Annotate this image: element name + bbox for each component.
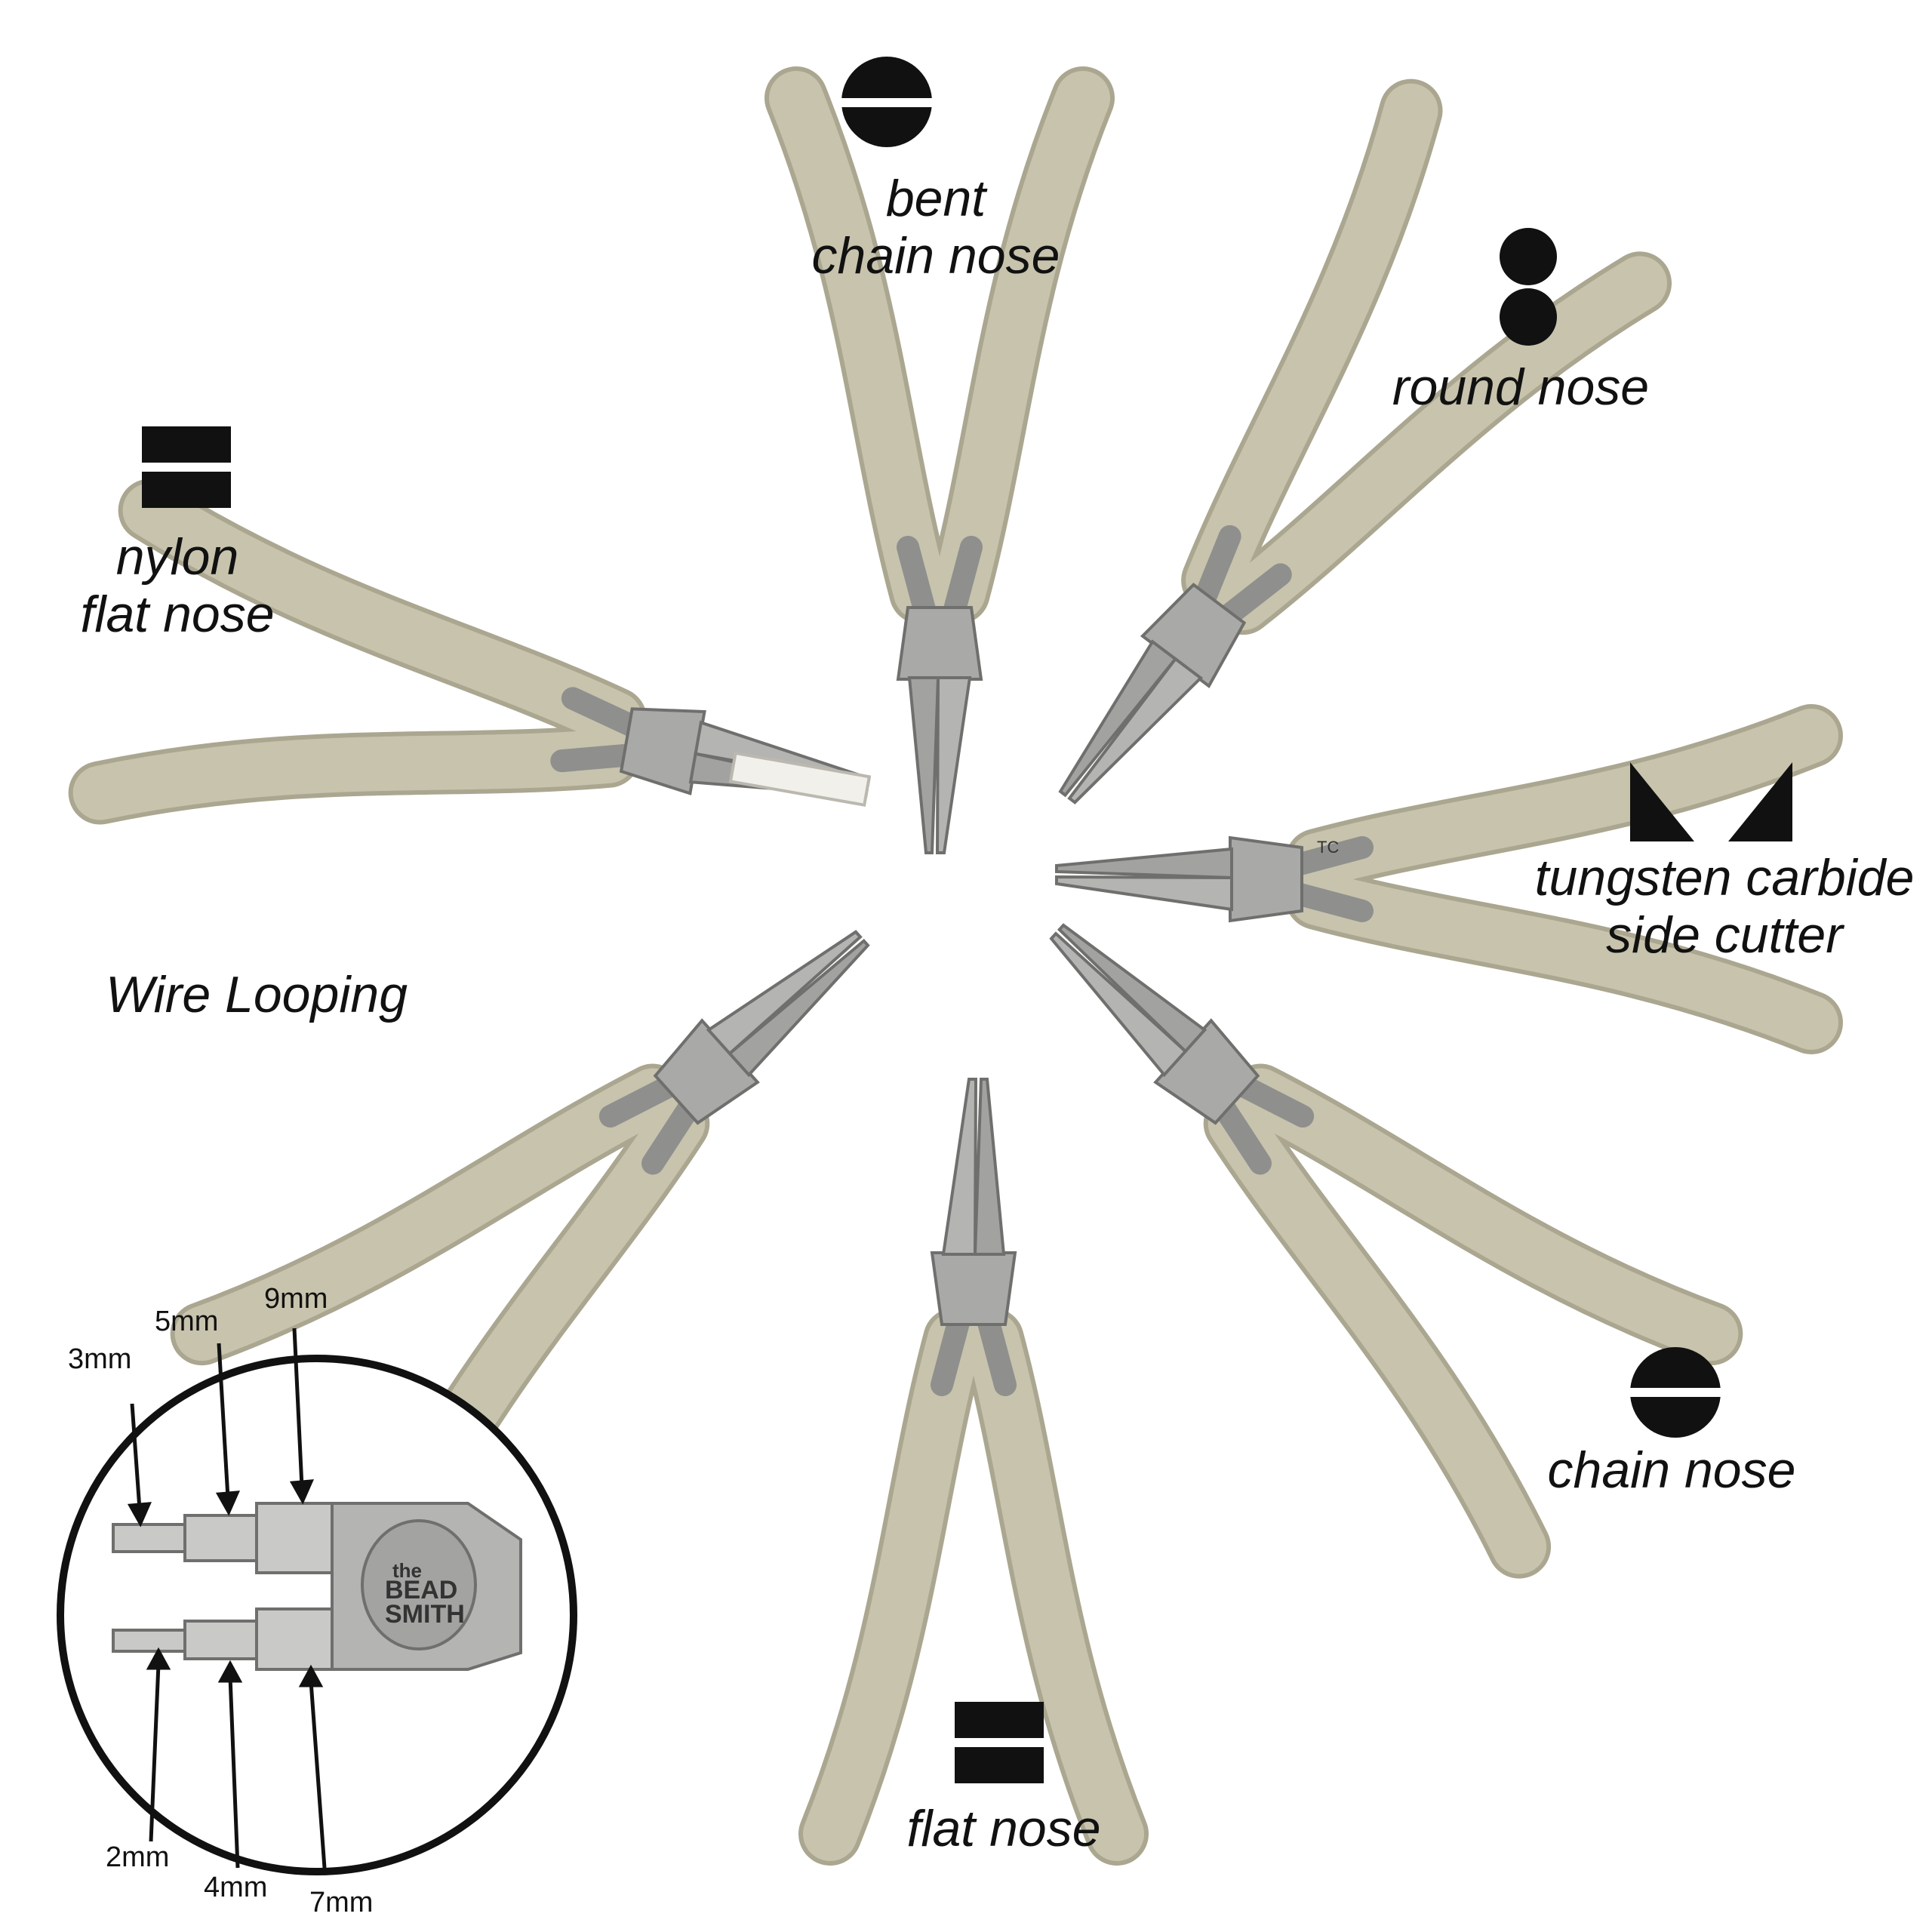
size-7mm: 7mm xyxy=(309,1887,374,1918)
two-bars-icon xyxy=(955,1702,1044,1783)
label-flat-nose: flat nose xyxy=(906,1800,1101,1857)
brand-mark: the BEAD SMITH xyxy=(385,1559,465,1629)
size-3mm: 3mm xyxy=(68,1343,132,1375)
split-circle-icon xyxy=(1626,1347,1724,1438)
size-4mm: 4mm xyxy=(204,1872,268,1903)
size-2mm: 2mm xyxy=(106,1841,170,1873)
label-round-nose: round nose xyxy=(1392,358,1650,416)
size-9mm: 9mm xyxy=(264,1283,328,1315)
svg-text:BEAD: BEAD xyxy=(385,1576,457,1604)
svg-text:the: the xyxy=(392,1559,422,1582)
two-dots-icon xyxy=(1500,228,1557,346)
label-wire-looping: Wire Looping xyxy=(106,966,408,1023)
svg-text:SMITH: SMITH xyxy=(385,1600,465,1629)
label-bent-chain-nose: bent chain nose xyxy=(811,170,1060,285)
two-triangles-icon xyxy=(1630,762,1792,841)
two-bars-icon xyxy=(142,426,231,508)
split-circle-icon xyxy=(838,57,936,147)
size-5mm: 5mm xyxy=(155,1306,219,1337)
tc-mark: TC xyxy=(1317,838,1339,857)
label-chain-nose: chain nose xyxy=(1547,1441,1796,1499)
label-tungsten-side-cutter: tungsten carbide side cutter xyxy=(1534,849,1915,964)
wire-looping-inset xyxy=(57,1327,577,1875)
nylon-flat-nose-pliers xyxy=(100,510,894,924)
label-nylon-flat-nose: nylon flat nose xyxy=(80,528,275,644)
